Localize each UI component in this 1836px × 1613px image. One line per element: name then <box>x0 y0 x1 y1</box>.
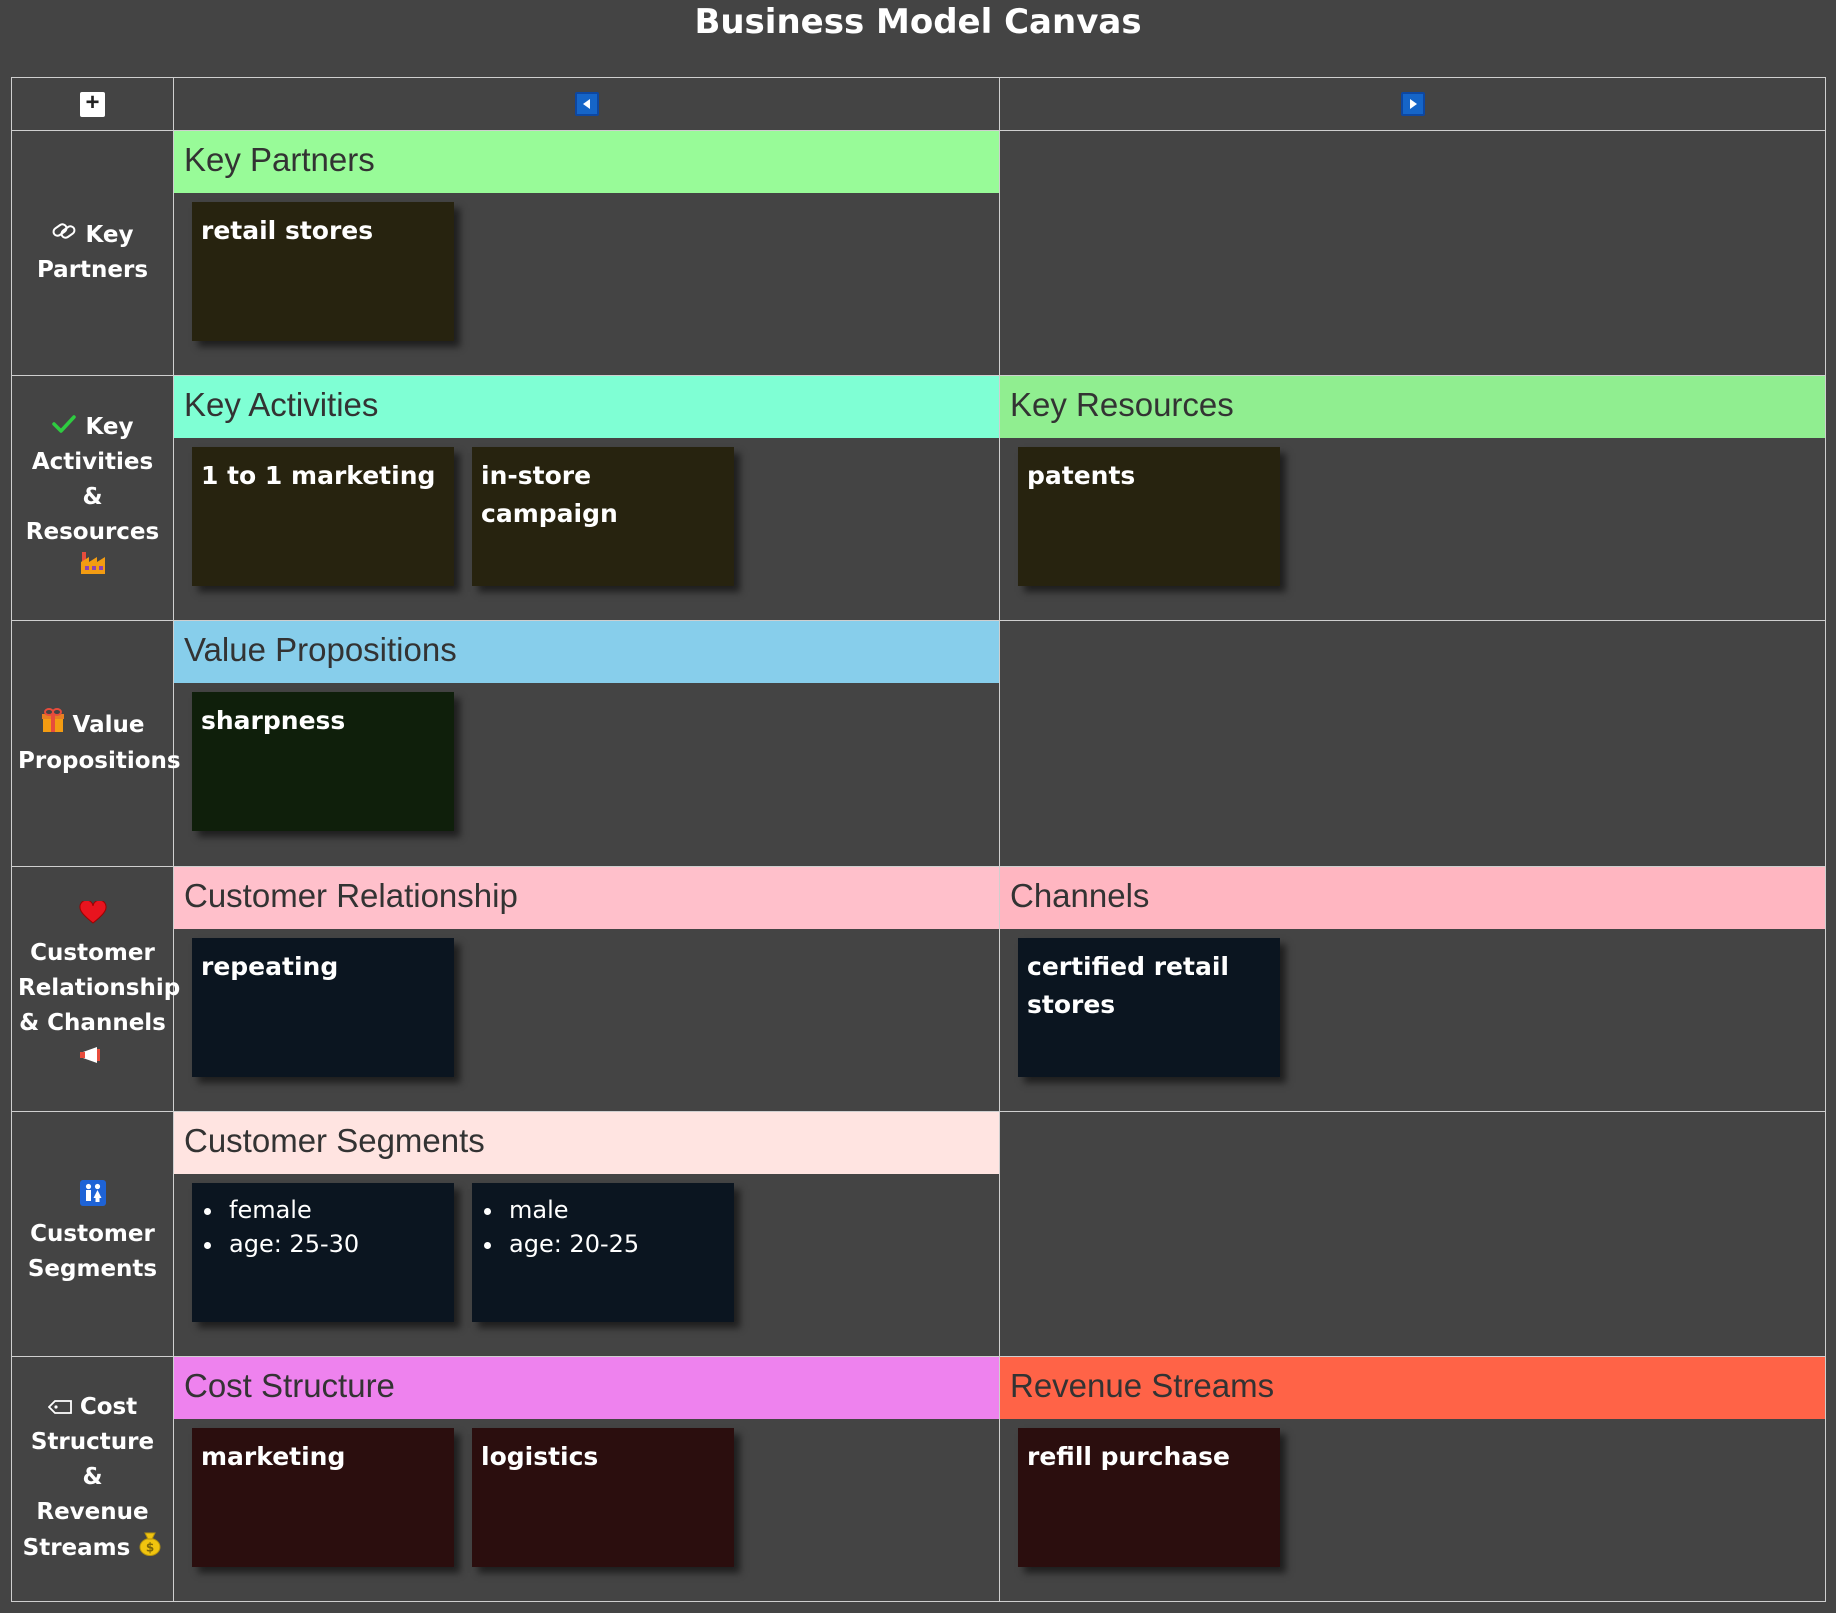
checkmark-icon <box>51 410 77 445</box>
section-customer-segments: Customer Segments female age: 25-30 male… <box>173 1110 1000 1357</box>
section-channels: Channels certified retail stores <box>999 865 1826 1112</box>
page-title: Business Model Canvas <box>694 2 1142 42</box>
row-label-cost-revenue: Cost Structure & Revenue Streams $ <box>11 1355 174 1603</box>
arrow-left-icon[interactable] <box>574 92 599 117</box>
list-item: age: 20-25 <box>505 1227 725 1261</box>
section-header: Key Partners <box>174 131 999 194</box>
section-customer-relationship: Customer Relationship repeating <box>173 865 1000 1112</box>
svg-text:$: $ <box>146 1541 154 1555</box>
card[interactable]: male age: 20-25 <box>472 1182 734 1322</box>
section-header: Customer Segments <box>174 1111 999 1174</box>
people-icon <box>79 1180 106 1217</box>
money-bag-icon: $ <box>138 1530 162 1567</box>
section-revenue-streams: Revenue Streams refill purchase <box>999 1355 1826 1603</box>
row-label-key-partners: Key Partners <box>11 130 174 377</box>
section-key-activities: Key Activities 1 to 1 marketing in-store… <box>173 375 1000 622</box>
section-header: Channels <box>1000 866 1825 929</box>
card[interactable]: in-store campaign <box>472 447 734 587</box>
card[interactable]: repeating <box>192 937 454 1077</box>
card[interactable]: 1 to 1 marketing <box>192 447 454 587</box>
row-cost-revenue: Cost Structure & Revenue Streams $ Cost … <box>11 1355 1826 1603</box>
gift-icon <box>41 707 65 744</box>
card[interactable]: marketing <box>192 1427 454 1567</box>
row-customer-segments: Customer Segments Customer Segments fema… <box>11 1110 1826 1357</box>
row-label-customer-segments: Customer Segments <box>11 1110 174 1357</box>
add-cell: + <box>11 76 174 132</box>
section-header: Customer Relationship <box>174 866 999 929</box>
arrow-right-icon[interactable] <box>1400 92 1425 117</box>
row-value-propositions: Value Propositions Value Propositions sh… <box>11 620 1826 867</box>
list-item: male <box>505 1193 725 1227</box>
section-cost-structure: Cost Structure marketing logistics <box>173 1355 1000 1603</box>
heart-icon <box>78 899 107 936</box>
card[interactable]: retail stores <box>192 202 454 342</box>
nav-row: + <box>11 76 1826 132</box>
section-header: Cost Structure <box>174 1356 999 1419</box>
section-header: Value Propositions <box>174 621 999 684</box>
section-header: Revenue Streams <box>1000 1356 1825 1419</box>
row-key-partners: Key Partners Key Partners retail stores <box>11 130 1826 377</box>
price-tag-icon <box>47 1390 72 1425</box>
section-key-resources: Key Resources patents <box>999 375 1826 622</box>
megaphone-icon <box>79 1041 107 1076</box>
card-bullet-list: male age: 20-25 <box>481 1193 725 1261</box>
row-customer-relationship-channels: Customer Relationship & Channels Custome… <box>11 865 1826 1112</box>
list-item: age: 25-30 <box>225 1227 445 1261</box>
card[interactable]: female age: 25-30 <box>192 1182 454 1322</box>
paperclip-icon <box>51 218 77 253</box>
factory-icon <box>79 550 107 587</box>
empty-cell <box>999 1110 1826 1357</box>
card[interactable]: sharpness <box>192 692 454 832</box>
row-label-value-propositions: Value Propositions <box>11 620 181 867</box>
list-item: female <box>225 1193 445 1227</box>
prev-cell <box>173 76 1000 132</box>
empty-cell <box>999 130 1826 377</box>
section-value-propositions: Value Propositions sharpness <box>173 620 1000 867</box>
row-key-activities-resources: Key Activities & Resources Key Activitie… <box>11 375 1826 622</box>
card[interactable]: logistics <box>472 1427 734 1567</box>
plus-square-icon[interactable]: + <box>80 90 105 117</box>
next-cell <box>999 76 1826 132</box>
card[interactable]: certified retail stores <box>1018 937 1280 1077</box>
section-header: Key Activities <box>174 376 999 439</box>
row-label-key-activities: Key Activities & Resources <box>11 375 174 622</box>
card-bullet-list: female age: 25-30 <box>201 1193 445 1261</box>
empty-cell <box>999 620 1826 867</box>
section-key-partners: Key Partners retail stores <box>173 130 1000 377</box>
card[interactable]: patents <box>1018 447 1280 587</box>
canvas-grid: + Key Partners Key Partners retail store… <box>11 76 1826 1603</box>
section-header: Key Resources <box>1000 376 1825 439</box>
card[interactable]: refill purchase <box>1018 1427 1280 1567</box>
row-label-customer-relationship: Customer Relationship & Channels <box>11 865 180 1112</box>
